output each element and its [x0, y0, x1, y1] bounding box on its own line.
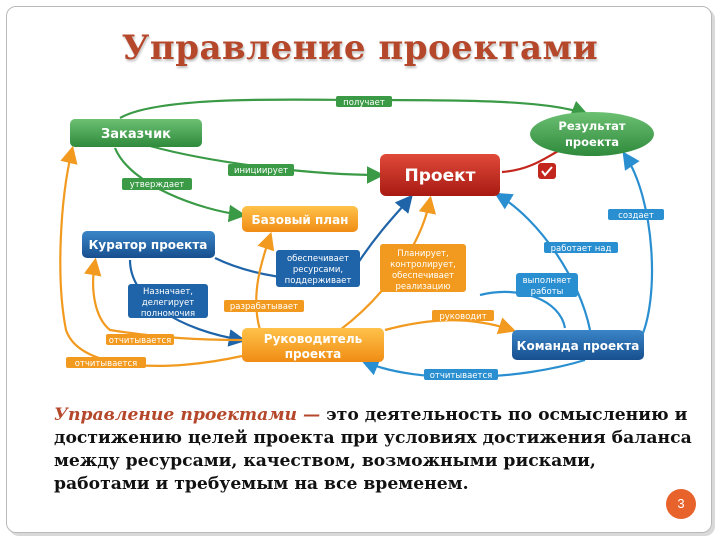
project-management-diagram: Заказчик Результат проекта Проект Базовы… — [59, 96, 664, 381]
node-team: Команда проекта — [512, 330, 644, 360]
edge-creates — [622, 151, 654, 341]
svg-text:отчитывается: отчитывается — [430, 371, 493, 381]
svg-text:проекта: проекта — [565, 135, 619, 149]
svg-text:отчитывается: отчитывается — [109, 336, 172, 346]
label-plans: Планирует,контролирует,обеспечиваетреали… — [380, 244, 466, 292]
svg-text:полномочия: полномочия — [141, 309, 195, 319]
page-number-badge: 3 — [666, 489, 696, 519]
label-approves: утверждает — [122, 178, 192, 190]
definition-term: Управление проектами — — [54, 405, 321, 425]
node-project: Проект — [380, 154, 500, 196]
svg-text:работает над: работает над — [551, 244, 612, 254]
svg-text:обеспечивает: обеспечивает — [287, 254, 349, 264]
svg-text:Команда проекта: Команда проекта — [517, 339, 640, 353]
svg-text:Базовый план: Базовый план — [252, 213, 349, 227]
svg-text:выполняет: выполняет — [523, 276, 572, 286]
svg-text:руководит: руководит — [439, 312, 486, 322]
svg-text:Куратор проекта: Куратор проекта — [89, 238, 208, 252]
edge-project-result — [501, 149, 561, 174]
edge-works-on — [494, 192, 592, 331]
node-manager: Руководитель проекта — [242, 328, 384, 362]
svg-text:поддерживает: поддерживает — [285, 276, 352, 286]
svg-text:инициирует: инициирует — [234, 166, 288, 176]
definition-text: Управление проектами — это деятельность … — [54, 404, 694, 496]
svg-text:Проект: Проект — [405, 166, 476, 186]
edge-performs — [479, 290, 567, 329]
svg-text:реализацию: реализацию — [396, 282, 451, 292]
edge-reports-curator — [84, 257, 243, 342]
edge-reports-customer — [59, 145, 243, 367]
svg-text:разрабатывает: разрабатывает — [230, 302, 298, 312]
label-manages: руководит — [432, 310, 494, 322]
node-customer: Заказчик — [70, 119, 202, 147]
node-baseline: Базовый план — [242, 206, 358, 232]
label-develops: разрабатывает — [224, 300, 304, 312]
edge-approves — [113, 147, 247, 223]
label-reports-1: отчитывается — [106, 334, 174, 346]
edge-develops — [255, 231, 275, 331]
node-result: Результат проекта — [530, 112, 654, 156]
node-curator: Куратор проекта — [82, 231, 215, 258]
svg-text:получает: получает — [343, 98, 385, 108]
slide-frame — [6, 6, 712, 533]
svg-text:создает: создает — [618, 211, 654, 221]
svg-text:ресурсами,: ресурсами, — [293, 265, 343, 275]
label-works-on: работает над — [544, 242, 618, 254]
svg-text:утверждает: утверждает — [130, 180, 185, 190]
svg-text:Результат: Результат — [558, 119, 626, 133]
label-reports-3: отчитывается — [424, 369, 498, 381]
slide-title: Управление проектами — [121, 28, 599, 68]
svg-text:контролирует,: контролирует, — [390, 260, 456, 270]
svg-text:делегирует: делегирует — [142, 298, 194, 308]
label-creates: создает — [608, 209, 664, 221]
svg-text:проекта: проекта — [285, 347, 341, 361]
svg-text:обеспечивает: обеспечивает — [392, 271, 454, 281]
label-receives: получает — [336, 96, 392, 108]
svg-text:Руководитель: Руководитель — [264, 332, 363, 346]
check-badge — [538, 163, 556, 179]
svg-text:Заказчик: Заказчик — [101, 127, 171, 142]
definition-body: это деятельность по осмыслению и достиже… — [54, 405, 692, 494]
svg-text:работы: работы — [531, 287, 564, 297]
svg-text:отчитывается: отчитывается — [75, 359, 138, 369]
label-reports-2: отчитывается — [66, 357, 146, 369]
svg-text:Планирует,: Планирует, — [397, 249, 448, 259]
label-initiates: инициирует — [228, 164, 294, 176]
svg-text:Назначает,: Назначает, — [143, 287, 193, 297]
